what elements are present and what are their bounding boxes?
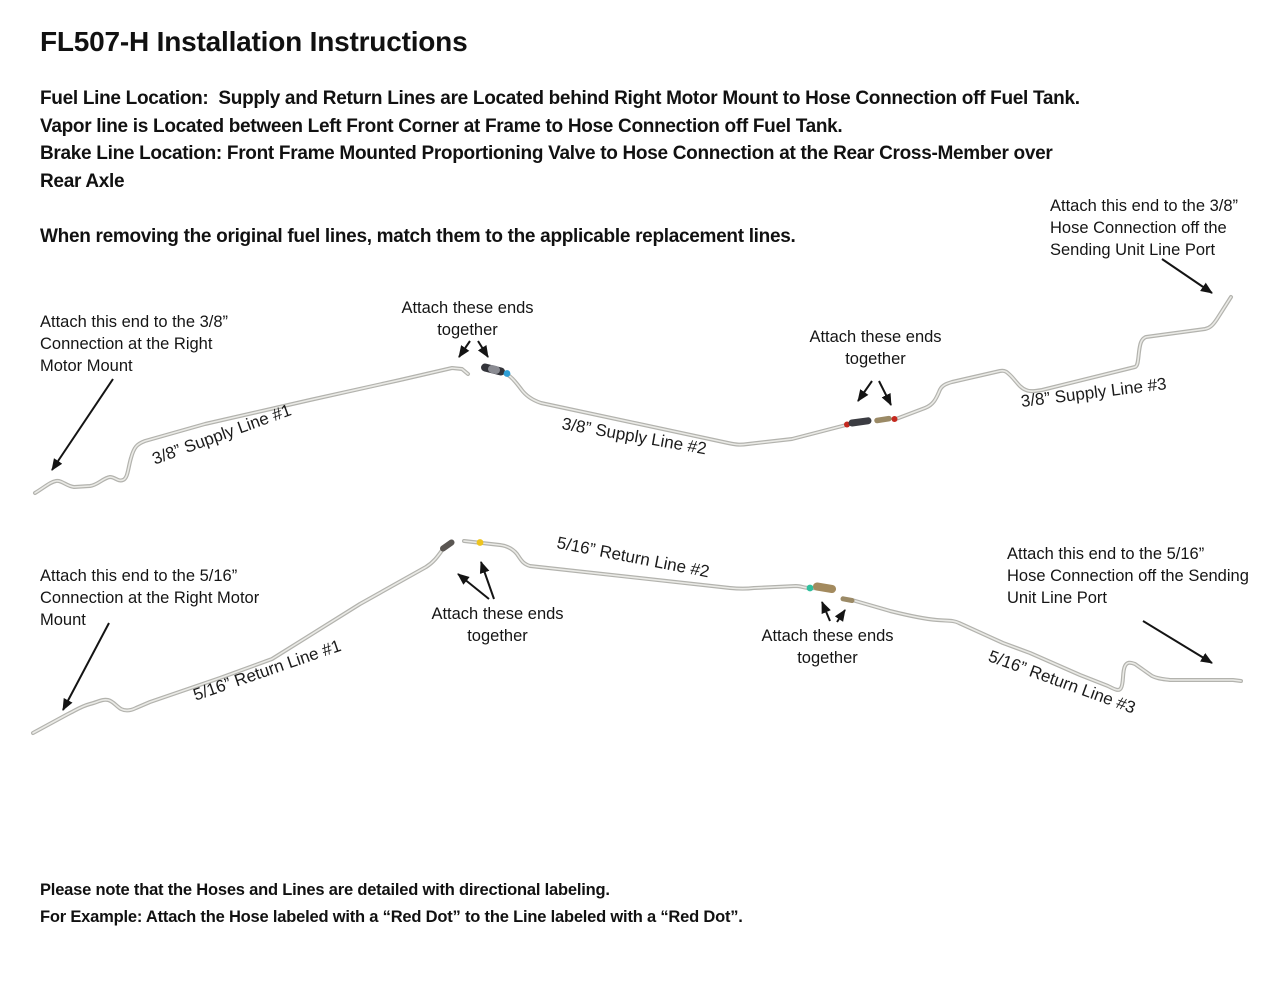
arrow-supply-join1-right (477, 340, 489, 358)
supply-join2-annotation: Attach these ends together (809, 328, 942, 368)
location-paragraph: Fuel Line Location: Supply and Return Li… (40, 88, 1080, 192)
supply-junction-1-fitting (481, 363, 511, 377)
supply-right-annotation: Attach this end to the 3/8” Hose Connect… (1050, 197, 1239, 259)
arrow-supply-join2-right (878, 380, 892, 406)
return-left-annotation: Attach this end to the 5/16” Connection … (40, 567, 260, 629)
yellow-dot-marker (476, 539, 484, 546)
arrow-return-join2-left (821, 601, 831, 622)
return-join1-annotation: Attach these ends together (431, 605, 564, 645)
return-junction-1-fitting (440, 539, 484, 552)
return-join2-annotation: Attach these ends together (761, 627, 894, 667)
arrow-return-join2-right (834, 609, 846, 623)
directional-labeling-note: Please note that the Hoses and Lines are… (40, 881, 743, 926)
supply-left-annotation: Attach this end to the 3/8” Connection a… (40, 313, 229, 375)
return-right-annotation: Attach this end to the 5/16” Hose Connec… (1007, 545, 1249, 607)
arrow-return-join1-left (457, 573, 490, 600)
arrow-supply-right (1161, 258, 1213, 294)
red-dot-marker-right (891, 416, 898, 422)
supply-join1-annotation: Attach these ends together (401, 299, 534, 339)
arrow-supply-join2-left (857, 380, 873, 402)
arrow-supply-join1-left (458, 340, 471, 358)
page-title: FL507-H Installation Instructions (40, 26, 468, 57)
arrow-supply-left (51, 378, 114, 471)
arrow-return-join1-right (479, 561, 495, 600)
teal-dot-marker (806, 584, 814, 592)
arrow-return-left (62, 622, 110, 711)
removal-paragraph: When removing the original fuel lines, m… (40, 226, 796, 247)
return-junction-2-fitting (806, 582, 855, 603)
arrow-return-right (1142, 620, 1213, 664)
blue-dot-marker (503, 370, 511, 377)
supply-junction-2-fitting (844, 415, 898, 428)
